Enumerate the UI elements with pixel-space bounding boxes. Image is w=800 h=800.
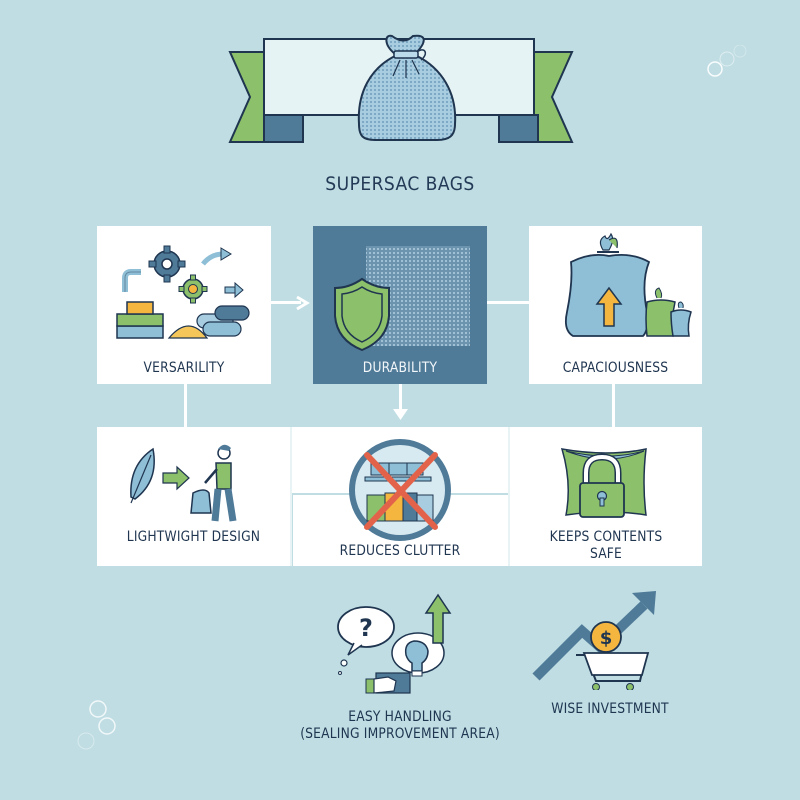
arrow-down-icon <box>393 409 408 420</box>
item-wise-investment: $ WISE INVESTMENT <box>520 585 700 725</box>
divider <box>508 427 510 566</box>
connector-line <box>487 301 529 304</box>
svg-text:?: ? <box>359 614 373 642</box>
card-label: VERSARILITY <box>143 360 225 376</box>
card-label: KEEPS CONTENTS <box>549 529 663 545</box>
item-label: EASY HANDLING <box>348 709 452 725</box>
card-label: DURABILITY <box>362 360 438 376</box>
card-clutter: REDUCES CLUTTER <box>292 427 508 566</box>
card-versarility: VERSARILITY <box>97 226 271 384</box>
item-label: WISE INVESTMENT <box>551 701 669 717</box>
page-title: SUPERSAC BAGS <box>325 173 475 195</box>
arrow-right-icon <box>296 295 310 311</box>
svg-text:$: $ <box>600 628 613 649</box>
divider <box>290 427 292 566</box>
bubbles-decoration-icon <box>707 45 747 77</box>
card-capaciousness: CAPACIOUSNESS <box>529 226 702 384</box>
card-durability: DURABILITY <box>313 226 487 384</box>
shield-fabric-icon <box>334 246 470 351</box>
question-lightbulb-icon: ? <box>337 593 452 694</box>
connector-line <box>612 384 615 428</box>
gears-materials-icon <box>116 245 250 339</box>
no-clutter-icon <box>349 439 451 541</box>
big-bag-arrow-up-icon <box>564 232 692 337</box>
card-label: CAPACIOUSNESS <box>562 360 669 376</box>
feather-person-carrying-icon <box>130 444 237 522</box>
card-label: REDUCES CLUTTER <box>339 543 461 559</box>
connector-line <box>271 301 301 304</box>
bubbles-decoration-icon <box>77 700 116 750</box>
card-safe: KEEPS CONTENTS SAFE <box>510 427 702 566</box>
trend-cart-dollar-icon: $ <box>532 591 656 690</box>
item-label: (SEALING IMPROVEMENT AREA) <box>300 726 500 742</box>
connector-line <box>399 384 402 414</box>
sack-bag-icon <box>357 34 457 141</box>
bag-padlock-icon <box>560 448 647 518</box>
card-label: SAFE <box>589 546 623 562</box>
card-lightweight: LIGHTWIGHT DESIGN <box>97 427 290 566</box>
connector-line <box>184 384 187 428</box>
card-label: LIGHTWIGHT DESIGN <box>126 529 261 545</box>
item-easy-handling: ? EASY HANDLING (SEALING IMPROVEMENT ARE… <box>300 585 500 755</box>
